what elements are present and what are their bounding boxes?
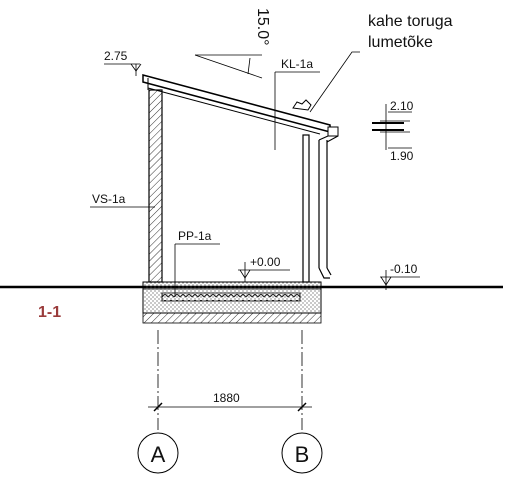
svg-text:2.10: 2.10 [390,99,414,113]
svg-text:B: B [295,442,310,467]
svg-text:+0.00: +0.00 [250,255,281,269]
annotation-leader [309,51,360,113]
axis-bubble-a: A [137,432,179,474]
svg-text:1.90: 1.90 [390,149,414,163]
level-roof-top: 2.75 [104,49,142,76]
foundation-slab [142,281,322,324]
roof-angle-label: 15.0° [254,8,271,46]
level-eave: 2.10 1.90 [372,99,414,163]
wall-label-group: VS-1a [90,192,155,208]
level-ground: -0.10 [380,262,420,290]
right-post [302,134,310,283]
floor-label: PP-1a [178,229,212,243]
roof [142,74,331,135]
svg-text:2.75: 2.75 [104,49,128,63]
gutter-downpipe [318,126,339,279]
annotation-line1: kahe toruga [368,13,453,30]
roof-angle-marker: 15.0° [194,8,271,79]
axis-bubble-b: B [281,432,323,474]
wall-label: VS-1a [92,192,126,206]
annotation-line2: lumetõke [368,34,433,51]
dimension-group: 1880 [148,391,312,412]
left-wall [148,89,163,283]
level-floor: +0.00 [238,255,290,282]
dimension-label: 1880 [213,391,240,405]
floor-label-group: PP-1a [174,229,220,297]
svg-text:A: A [151,442,166,467]
roof-label: KL-1a [281,57,313,71]
svg-text:-0.10: -0.10 [390,262,418,276]
section-label: 1-1 [38,304,61,321]
roof-label-group: KL-1a [274,57,320,150]
